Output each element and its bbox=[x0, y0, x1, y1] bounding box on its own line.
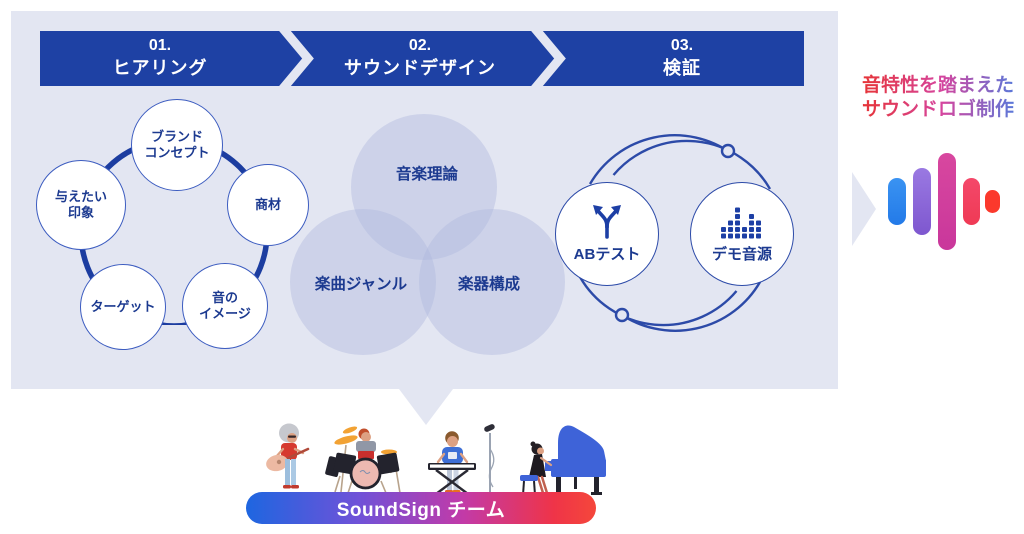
pianist-illustration bbox=[520, 425, 606, 496]
step-number: 01. bbox=[148, 37, 172, 55]
hearing-node-impression: 与えたい 印象 bbox=[36, 160, 126, 250]
demo-sound-circle: デモ音源 bbox=[690, 182, 794, 286]
result-heading-line2: サウンドロゴ制作 bbox=[861, 98, 1014, 120]
soundwave-bar bbox=[913, 168, 931, 235]
band-illustration bbox=[266, 423, 606, 496]
soundwave-bar bbox=[985, 190, 1000, 213]
step-number: 03. bbox=[670, 37, 694, 55]
venn-label-music-theory: 音楽理論 bbox=[395, 166, 459, 183]
step-label: ヒアリング bbox=[112, 58, 208, 79]
drummer-illustration bbox=[325, 426, 401, 494]
step-2-sound-design: 02. サウンドデザイン bbox=[292, 31, 548, 86]
soundwave-bar bbox=[963, 178, 980, 225]
result-heading-line1: 音特性を踏まえた bbox=[861, 75, 1014, 96]
step-label: サウンドデザイン bbox=[344, 58, 496, 79]
keyboardist-illustration bbox=[428, 424, 497, 496]
hearing-node-target: ターゲット bbox=[80, 264, 166, 350]
arrow-right-icon bbox=[852, 172, 876, 246]
guitarist-illustration bbox=[266, 423, 310, 489]
hearing-node-sound-image: 音の イメージ bbox=[182, 263, 268, 349]
chevron-separator-icon bbox=[531, 31, 566, 86]
banner-chevron-bar bbox=[40, 31, 804, 86]
step-label: 検証 bbox=[663, 58, 701, 79]
venn-label-genre: 楽曲ジャンル bbox=[314, 276, 408, 293]
ab-test-label: ABテスト bbox=[573, 246, 641, 263]
board-pointer-triangle bbox=[399, 389, 453, 425]
steps-banner: 01. ヒアリング 02. サウンドデザイン 03. 検証 bbox=[40, 31, 804, 86]
equalizer-icon bbox=[721, 207, 761, 239]
soundwave-bar bbox=[938, 153, 956, 250]
step-number: 02. bbox=[408, 37, 432, 55]
hearing-node-brand-concept: ブランド コンセプト bbox=[131, 99, 223, 191]
venn-circle-instrumentation bbox=[419, 209, 565, 355]
team-banner-label: SoundSign チーム bbox=[336, 499, 506, 521]
venn-circle-genre bbox=[290, 209, 436, 355]
result-heading: 音特性を踏まえた サウンドロゴ制作 bbox=[853, 74, 1023, 122]
fork-arrows-icon bbox=[593, 205, 621, 239]
hearing-node-product: 商材 bbox=[227, 164, 309, 246]
step-3-verification: 03. 検証 bbox=[560, 31, 804, 86]
step-1-hearing: 01. ヒアリング bbox=[40, 31, 280, 86]
cycle-arrows-icon bbox=[578, 134, 772, 332]
venn-label-instrumentation: 楽器構成 bbox=[457, 276, 521, 293]
soundwave-bar bbox=[888, 178, 906, 225]
demo-sound-label: デモ音源 bbox=[711, 246, 772, 263]
team-banner: SoundSign チーム bbox=[246, 492, 596, 524]
soundwave-bars-icon bbox=[888, 150, 1002, 254]
ab-test-circle: ABテスト bbox=[555, 182, 659, 286]
venn-circle-music-theory bbox=[351, 114, 497, 260]
chevron-separator-icon bbox=[279, 31, 314, 86]
